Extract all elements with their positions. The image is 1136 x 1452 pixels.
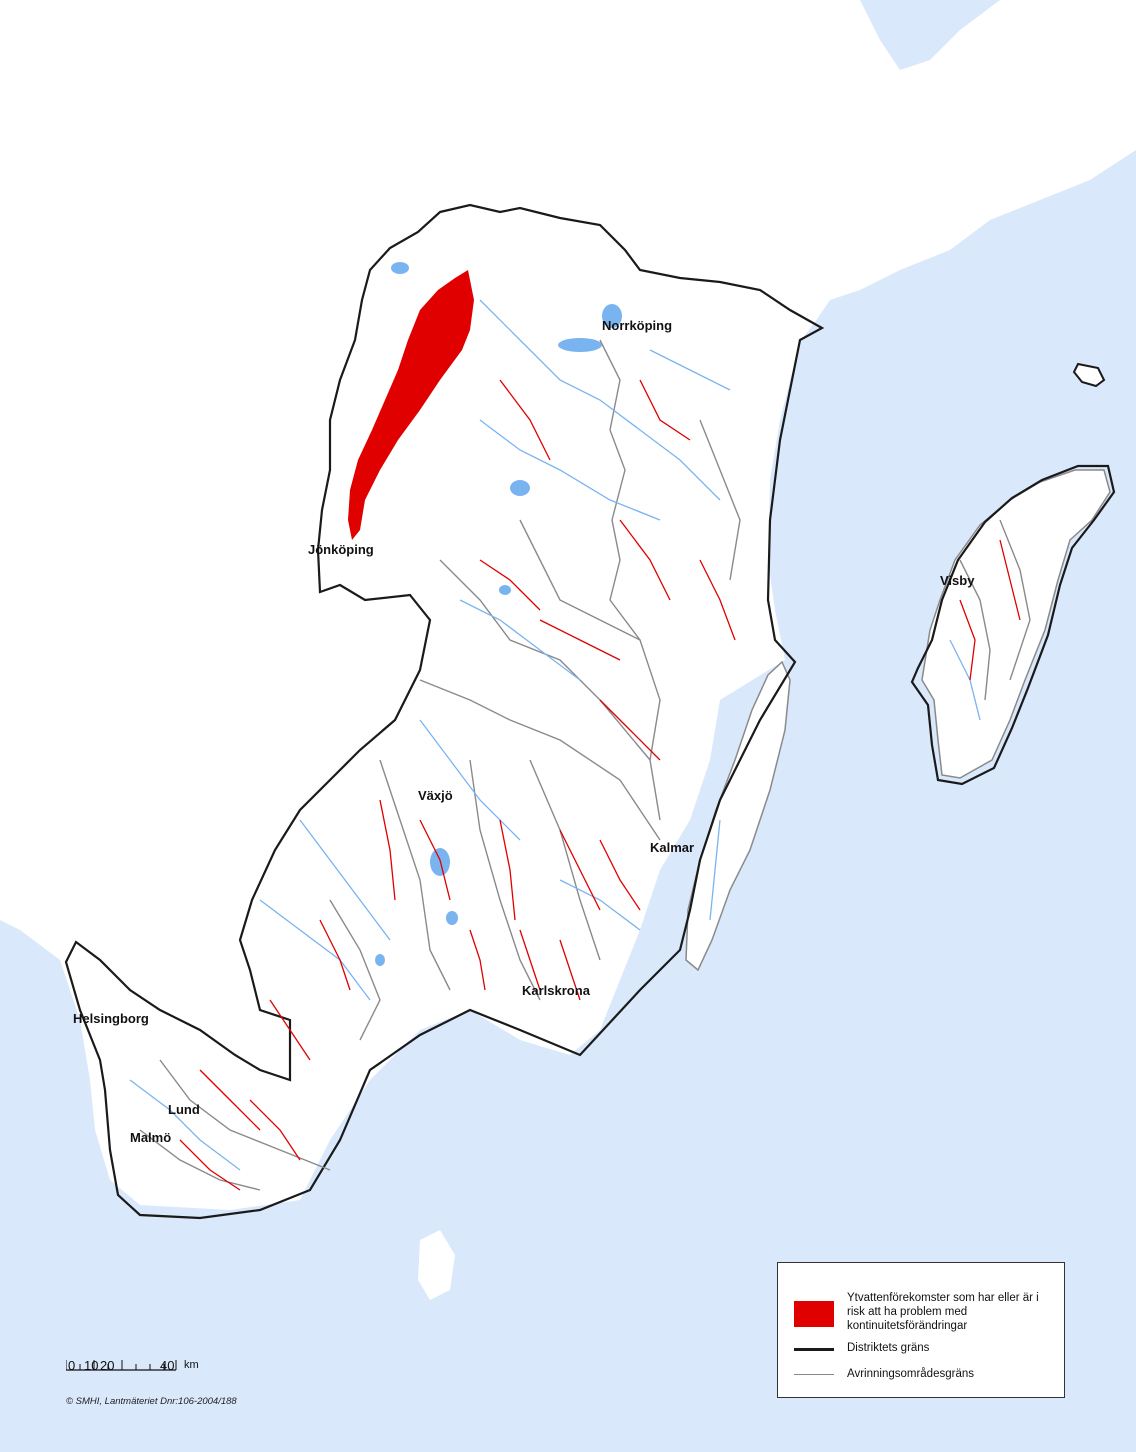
risk-lake-vattern <box>348 270 474 540</box>
legend-catchment-label: Avrinningsområdesgräns <box>847 1368 974 1380</box>
city-label-kalmar: Kalmar <box>650 840 694 855</box>
city-label-vaxjo: Växjö <box>418 788 453 803</box>
map-legend: Ytvattenförekomster som har eller är i r… <box>777 1262 1065 1398</box>
catchment-borders <box>139 339 1031 1191</box>
lakes <box>375 262 622 966</box>
scale-bar: 0 10 20 40 km © SMHI, Lantmäteriet Dnr:1… <box>66 1358 346 1418</box>
small-island-south <box>418 1230 455 1300</box>
scale-label-0: 0 <box>68 1358 76 1373</box>
legend-risk-label: Ytvattenförekomster som har eller är i r… <box>847 1292 1039 1332</box>
rivers-blue <box>129 299 981 1171</box>
scale-label-km: km <box>184 1359 199 1371</box>
rivers-red <box>179 379 1021 1191</box>
district-border-gotland <box>910 464 1116 786</box>
risk-swatch <box>794 1301 834 1327</box>
catchment-border-swatch <box>794 1374 834 1375</box>
scale-label-20: 20 <box>100 1358 115 1373</box>
city-label-karlskrona: Karlskrona <box>522 983 591 998</box>
city-label-helsingborg: Helsingborg <box>73 1011 149 1026</box>
city-label-norrkoping: Norrköping <box>602 318 672 333</box>
legend-district-label: Distriktets gräns <box>847 1342 930 1354</box>
copyright-credit: © SMHI, Lantmäteriet Dnr:106-2004/188 <box>66 1396 237 1407</box>
city-label-lund: Lund <box>168 1102 200 1117</box>
scale-ticks <box>66 1360 177 1371</box>
city-label-visby: Visby <box>940 573 975 588</box>
oland-land <box>685 660 791 972</box>
scale-label-10: 10 <box>84 1358 99 1373</box>
district-border-mainland <box>64 203 825 1220</box>
city-label-jonkoping: Jönköping <box>308 542 374 557</box>
small-island-east <box>1072 362 1106 388</box>
mainland-land <box>0 0 1136 1210</box>
district-border-swatch <box>794 1348 834 1351</box>
city-label-malmo: Malmö <box>130 1130 171 1145</box>
